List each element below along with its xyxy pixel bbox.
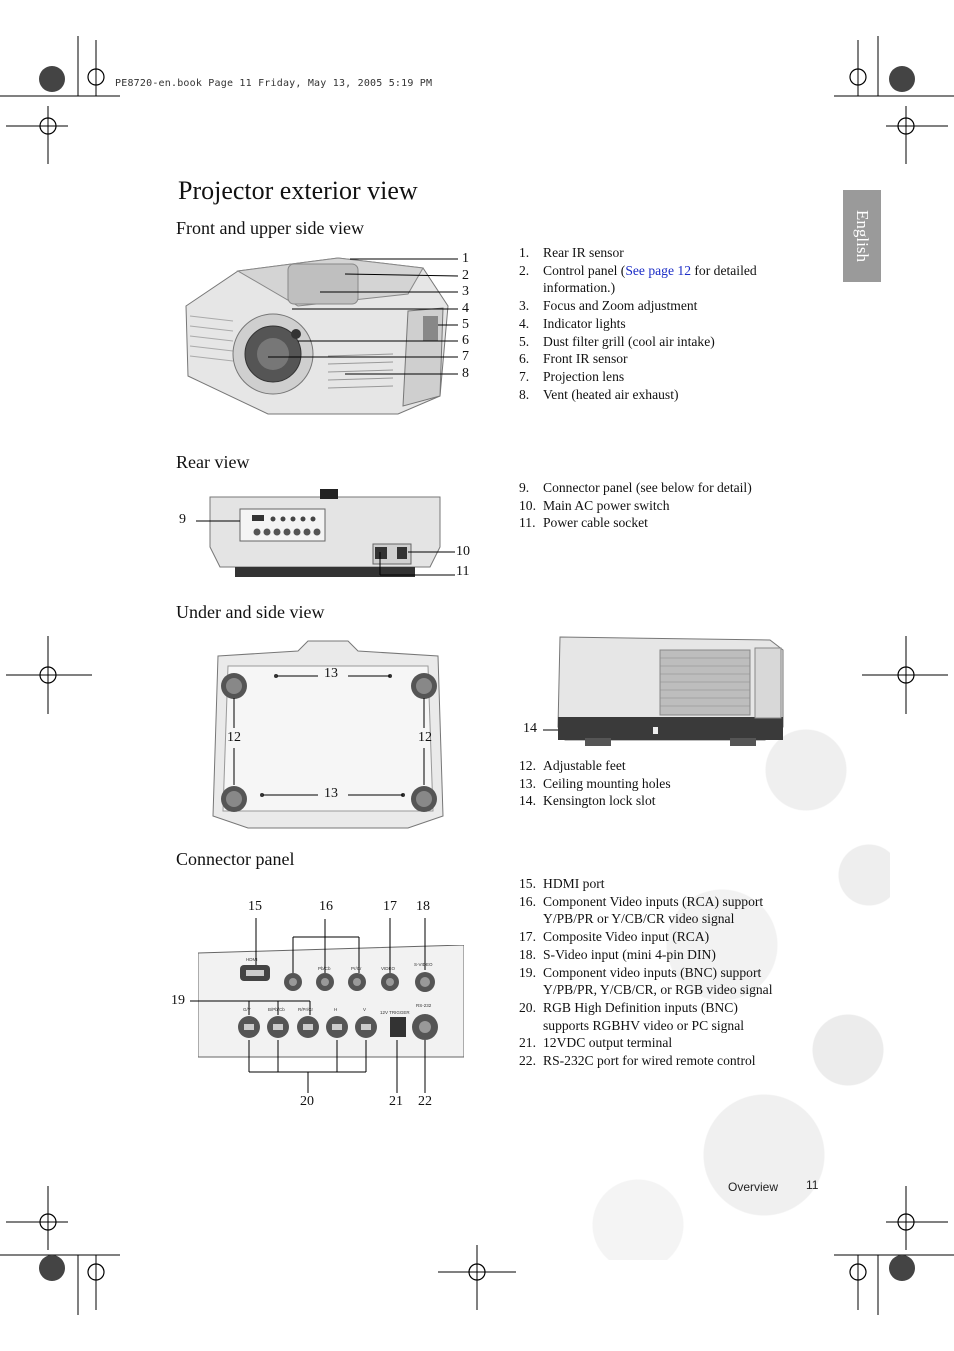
see-page-link[interactable]: See page 12 bbox=[625, 262, 691, 278]
list-item: 11.Power cable socket bbox=[519, 515, 648, 531]
list-item: 14.Kensington lock slot bbox=[519, 793, 656, 809]
list-item: 4.Indicator lights bbox=[519, 315, 626, 331]
front-view-illustration bbox=[185, 257, 449, 415]
panel-video-label: VIDEO bbox=[381, 966, 396, 971]
panel-pr-label: Pr/Cr bbox=[351, 966, 362, 971]
callout-19: 19 bbox=[171, 993, 185, 1008]
section-connector-heading: Connector panel bbox=[176, 849, 295, 869]
front-items-list: 1.Rear IR sensor 2.Control panel (See pa… bbox=[519, 244, 789, 403]
connector-panel-illustration: HDMI Pb/Cb Pr/Cr VIDEO S-VIDEO G/Y B/Pb/… bbox=[198, 945, 464, 1058]
callout-12-right: 12 bbox=[418, 730, 432, 745]
list-item: 22.RS-232C port for wired remote control bbox=[519, 1053, 756, 1069]
list-item: 18.S-Video input (mini 4-pin DIN) bbox=[519, 946, 716, 962]
rear-view-illustration bbox=[209, 489, 441, 577]
list-item: 2.Control panel (See page 12 for detaile… bbox=[519, 262, 757, 296]
callout-5: 5 bbox=[462, 317, 469, 332]
panel-y-label: G/Y bbox=[243, 1007, 251, 1012]
callout-18: 18 bbox=[416, 899, 430, 914]
list-item: 5.Dust filter grill (cool air intake) bbox=[519, 333, 715, 349]
section-front-heading: Front and upper side view bbox=[176, 218, 364, 238]
callout-1: 1 bbox=[462, 251, 469, 266]
side-view-illustration bbox=[557, 636, 784, 746]
callout-21: 21 bbox=[389, 1094, 403, 1109]
list-item: 15.HDMI port bbox=[519, 876, 605, 891]
callout-9: 9 bbox=[179, 512, 186, 527]
panel-v-label: V bbox=[363, 1007, 366, 1012]
rear-items-list: 9.Connector panel (see below for detail)… bbox=[519, 479, 789, 532]
callout-17: 17 bbox=[383, 899, 397, 914]
callout-11: 11 bbox=[456, 564, 470, 579]
list-item: 19.Component video inputs (BNC) support … bbox=[519, 964, 773, 998]
callout-13-top: 13 bbox=[324, 666, 338, 681]
list-item: 8.Vent (heated air exhaust) bbox=[519, 386, 679, 402]
callout-10: 10 bbox=[456, 544, 470, 559]
panel-h-label: H bbox=[334, 1007, 337, 1012]
callout-13-bottom: 13 bbox=[324, 786, 338, 801]
list-item: 6.Front IR sensor bbox=[519, 351, 628, 367]
callout-12-left: 12 bbox=[227, 730, 241, 745]
panel-bpb-label: B/Pb/Cb bbox=[268, 1007, 285, 1012]
file-header: PE8720-en.book Page 11 Friday, May 13, 2… bbox=[115, 78, 433, 89]
panel-trigger-label: 12V TRIGGER bbox=[380, 1010, 410, 1015]
list-item: 20.RGB High Definition inputs (BNC) supp… bbox=[519, 999, 745, 1033]
callout-6: 6 bbox=[462, 333, 469, 348]
panel-rpr-label: R/Pr/Cr bbox=[298, 1007, 314, 1012]
section-under-heading: Under and side view bbox=[176, 602, 325, 622]
list-item: 7.Projection lens bbox=[519, 368, 625, 384]
callout-16: 16 bbox=[319, 899, 333, 914]
callout-4: 4 bbox=[462, 301, 469, 316]
callout-14: 14 bbox=[523, 721, 537, 736]
under-items-list: 12.Adjustable feet 13.Ceiling mounting h… bbox=[519, 757, 789, 810]
callout-3: 3 bbox=[462, 284, 469, 299]
language-tab[interactable]: English bbox=[843, 190, 881, 282]
list-item: 9.Connector panel (see below for detail) bbox=[519, 480, 752, 495]
list-item: 16.Component Video inputs (RCA) support … bbox=[519, 893, 764, 927]
callout-2: 2 bbox=[462, 268, 469, 283]
panel-hdmi-label: HDMI bbox=[246, 957, 258, 962]
callout-7: 7 bbox=[462, 349, 469, 364]
list-item: 10.Main AC power switch bbox=[519, 497, 670, 513]
panel-rs232-label: RS-232 bbox=[416, 1003, 432, 1008]
list-item: 21.12VDC output terminal bbox=[519, 1035, 673, 1051]
list-item: 1.Rear IR sensor bbox=[519, 245, 624, 260]
callout-8: 8 bbox=[462, 366, 469, 381]
list-item: 17.Composite Video input (RCA) bbox=[519, 929, 710, 945]
connector-items-list: 15.HDMI port 16.Component Video inputs (… bbox=[519, 875, 787, 1070]
section-rear-heading: Rear view bbox=[176, 452, 250, 472]
page-title: Projector exterior view bbox=[178, 176, 418, 205]
callout-15: 15 bbox=[248, 899, 262, 914]
callout-22: 22 bbox=[418, 1094, 432, 1109]
footer-section: Overview bbox=[728, 1180, 779, 1194]
callout-20: 20 bbox=[300, 1094, 314, 1109]
list-item: 3.Focus and Zoom adjustment bbox=[519, 298, 698, 314]
list-item: 12.Adjustable feet bbox=[519, 758, 626, 773]
footer-page-number: 11 bbox=[806, 1178, 819, 1192]
list-item: 13.Ceiling mounting holes bbox=[519, 775, 671, 791]
panel-svideo-label: S-VIDEO bbox=[414, 962, 433, 967]
under-view-illustration bbox=[212, 640, 444, 829]
